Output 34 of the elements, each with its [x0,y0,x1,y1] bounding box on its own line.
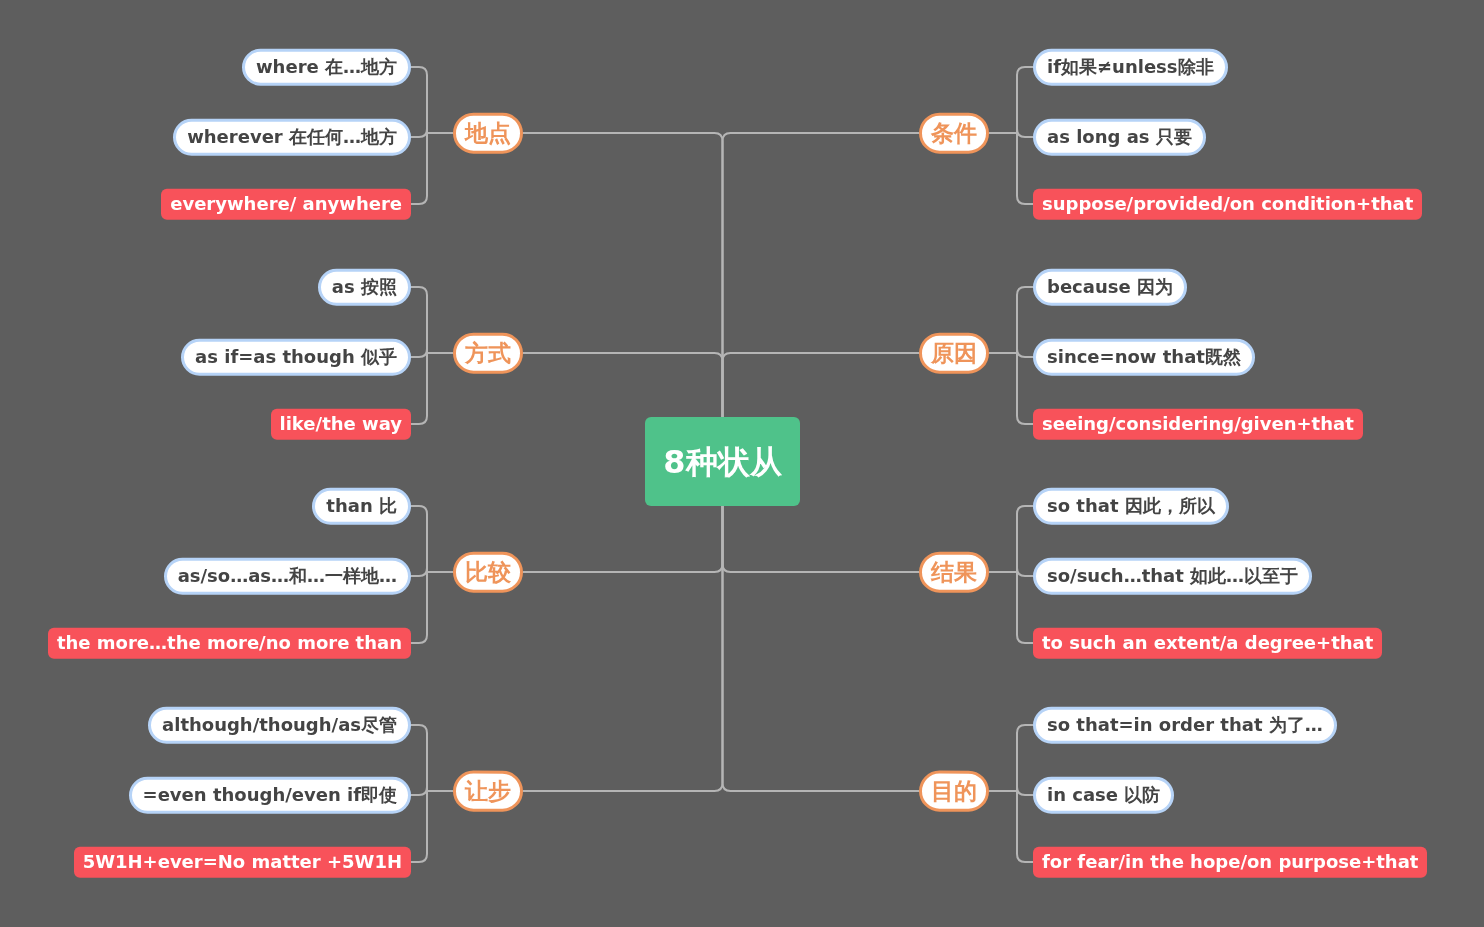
highlighted-subtopic-box: for fear/in the hope/on purpose+that [1033,846,1428,878]
subtopic-box: as/so…as…和…一样地… [163,557,411,595]
subtopic-box: wherever 在任何…地方 [173,118,411,156]
subtopic-box: so/such…that 如此…以至于 [1033,557,1313,595]
subtopic-box: if如果≠unless除非 [1033,48,1228,86]
highlighted-subtopic-box: to such an extent/a degree+that [1033,627,1383,659]
subtopic-box: so that 因此，所以 [1033,487,1229,525]
subtopic-box: because 因为 [1033,268,1187,306]
subtopic-box: where 在…地方 [242,48,411,86]
highlighted-subtopic-box: seeing/considering/given+that [1033,408,1363,440]
subtopic-box: than 比 [312,487,411,525]
branch-topic-box: 地点 [453,112,523,154]
connector-line [721,352,920,418]
highlighted-subtopic-box: 5W1H+ever=No matter +5W1H [73,846,411,878]
branch-topic-box: 方式 [453,332,523,374]
branch-topic-box: 条件 [919,112,989,154]
branch-topic-box: 目的 [919,770,989,812]
subtopic-box: although/though/as尽管 [148,706,411,744]
subtopic-box: as long as 只要 [1033,118,1206,156]
subtopic-box: =even though/even if即使 [128,776,411,814]
branch-topic-box: 让步 [453,770,523,812]
branch-topic-box: 比较 [453,551,523,593]
highlighted-subtopic-box: the more…the more/no more than [47,627,411,659]
subtopic-box: as 按照 [317,268,411,306]
highlighted-subtopic-box: suppose/provided/on condition+that [1033,188,1423,220]
highlighted-subtopic-box: like/the way [270,408,411,440]
branch-topic-box: 结果 [919,551,989,593]
subtopic-box: in case 以防 [1033,776,1175,814]
subtopic-box: so that=in order that 为了… [1033,706,1337,744]
subtopic-box: since=now that既然 [1033,338,1255,376]
subtopic-box: as if=as though 似乎 [181,338,411,376]
branch-topic-box: 原因 [919,332,989,374]
highlighted-subtopic-box: everywhere/ anywhere [161,188,411,220]
central-topic-box: 8种状从 [645,417,800,506]
